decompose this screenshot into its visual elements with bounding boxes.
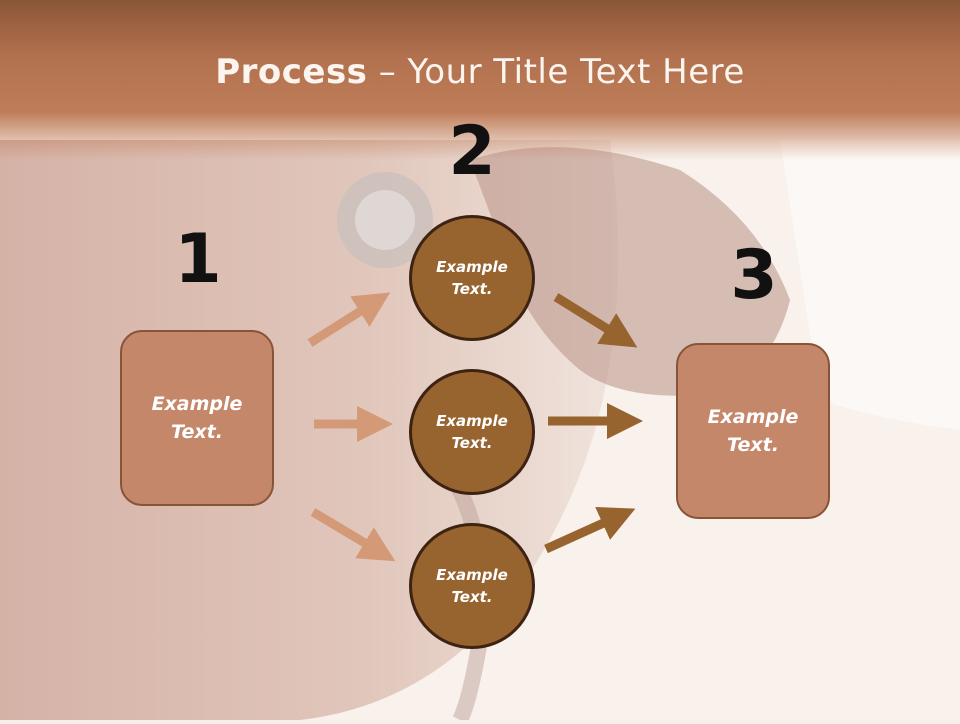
circle-top-text: Example Text. [436, 257, 508, 299]
step-number-2[interactable]: 2 [448, 112, 496, 191]
circle-middle-text: Example Text. [436, 411, 508, 453]
circle-bottom-text: Example Text. [436, 565, 508, 607]
arrow-bottom-to-right [544, 507, 636, 554]
title-bold: Process [215, 52, 368, 92]
title-rest: – Your Title Text Here [367, 52, 745, 92]
circle-bottom[interactable]: Example Text. [409, 523, 535, 649]
step-number-3[interactable]: 3 [730, 236, 778, 315]
right-box-text: Example Text. [707, 405, 799, 457]
title-band [0, 0, 960, 160]
circle-top[interactable]: Example Text. [409, 215, 535, 341]
arrow-top-to-right [553, 293, 638, 348]
arrow-left-to-top [307, 292, 391, 347]
right-box[interactable]: Example Text. [676, 343, 830, 519]
circle-middle[interactable]: Example Text. [409, 369, 535, 495]
slide-title[interactable]: Process – Your Title Text Here [0, 52, 960, 92]
left-box-text: Example Text. [151, 392, 243, 444]
arrow-left-to-bottom [310, 508, 396, 562]
left-box[interactable]: Example Text. [120, 330, 274, 506]
step-number-1[interactable]: 1 [174, 220, 222, 299]
